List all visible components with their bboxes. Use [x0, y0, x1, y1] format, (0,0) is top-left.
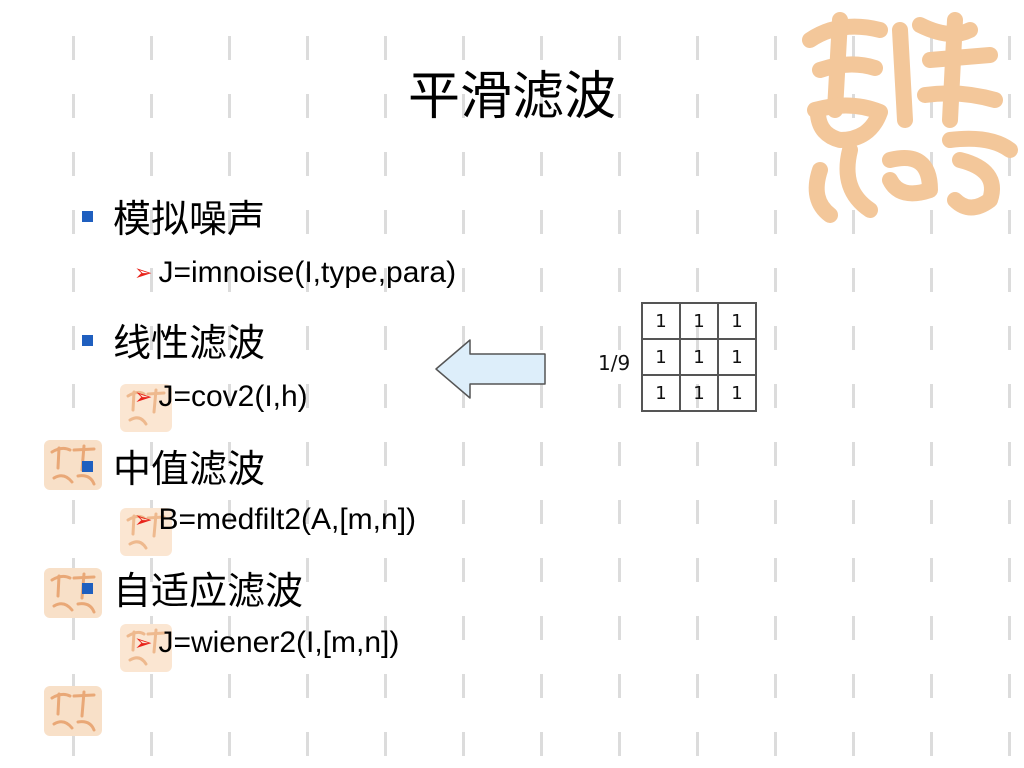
arrow-bullet-icon: ➢ — [134, 260, 153, 285]
slide-title: 平滑滤波 — [407, 67, 616, 127]
averaging-kernel-grid: 1 1 1 1 1 1 1 1 1 — [641, 302, 757, 412]
kernel-cell: 1 — [718, 303, 756, 339]
background-line — [852, 36, 855, 768]
background-line — [540, 36, 543, 768]
bullet-item: 模拟噪声 — [82, 188, 265, 243]
kernel-scale-label: 1/9 — [598, 351, 631, 375]
sub-bullet-item: ➢B=medfilt2(A,[m,n]) — [134, 503, 416, 537]
bullet-text: 模拟噪声 — [113, 197, 266, 241]
sub-bullet-text: B=medfilt2(A,[m,n]) — [158, 503, 417, 536]
bullet-text: 线性滤波 — [113, 321, 266, 365]
arrow-bullet-icon: ➢ — [134, 384, 153, 409]
square-bullet-icon — [82, 461, 93, 472]
seal-watermark — [120, 624, 172, 672]
kernel-cell: 1 — [642, 303, 680, 339]
kernel-cell: 1 — [680, 375, 718, 411]
seal-watermark — [120, 384, 172, 432]
seal-watermark — [120, 508, 172, 556]
bullet-item: 线性滤波 — [82, 312, 265, 367]
sub-bullet-text: J=imnoise(I,type,para) — [158, 256, 457, 289]
sub-bullet-item: ➢J=imnoise(I,type,para) — [134, 256, 456, 290]
background-line — [1008, 36, 1011, 768]
kernel-cell: 1 — [642, 339, 680, 375]
bullet-text: 自适应滤波 — [113, 569, 304, 613]
background-line — [462, 36, 465, 768]
kernel-cell: 1 — [718, 375, 756, 411]
background-line — [930, 36, 933, 768]
background-line — [306, 36, 309, 768]
background-line — [72, 36, 75, 768]
sub-bullet-item: ➢J=cov2(I,h) — [134, 380, 308, 414]
left-arrow-shape — [435, 339, 546, 399]
arrow-bullet-icon: ➢ — [134, 630, 153, 655]
bullet-item: 中值滤波 — [82, 438, 265, 493]
bullet-item: 自适应滤波 — [82, 560, 303, 615]
seal-watermark — [44, 686, 102, 736]
background-line — [618, 36, 621, 768]
sub-bullet-text: J=cov2(I,h) — [158, 380, 308, 413]
background-line — [384, 36, 387, 768]
square-bullet-icon — [82, 211, 93, 222]
kernel-cell: 1 — [642, 375, 680, 411]
background-line — [696, 36, 699, 768]
square-bullet-icon — [82, 583, 93, 594]
background-line — [774, 36, 777, 768]
arrow-bullet-icon: ➢ — [134, 507, 153, 532]
seal-watermark — [44, 440, 102, 490]
background-line — [228, 36, 231, 768]
kernel-cell: 1 — [680, 339, 718, 375]
kernel-cell: 1 — [680, 303, 718, 339]
square-bullet-icon — [82, 335, 93, 346]
kernel-cell: 1 — [718, 339, 756, 375]
calligraphy-seal-logo — [802, 12, 1018, 223]
bullet-text: 中值滤波 — [113, 447, 266, 491]
sub-bullet-text: J=wiener2(I,[m,n]) — [158, 626, 400, 659]
sub-bullet-item: ➢J=wiener2(I,[m,n]) — [134, 626, 399, 660]
